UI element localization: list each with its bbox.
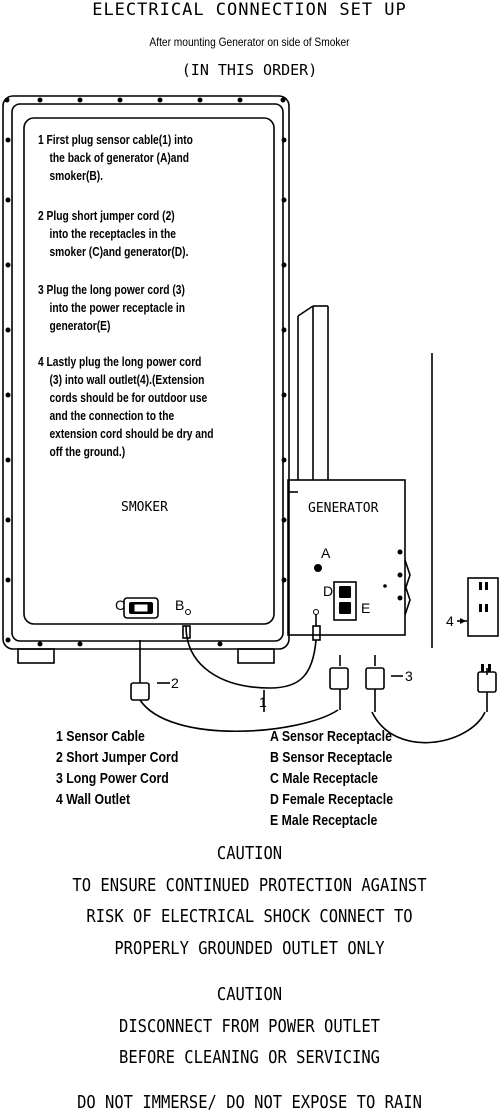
caution-disconnect: CAUTION DISCONNECT FROM POWER OUTLET BEF… [35,979,464,1074]
legend-parts: 1 Sensor Cable 2 Short Jumper Cord 3 Lon… [56,726,178,810]
order-note: (IN THIS ORDER) [181,61,318,79]
smoker-label: SMOKER [121,500,168,515]
plug-jumper-generator [329,667,349,690]
plug-power-generator [365,667,385,690]
smoker-foot-right [237,648,275,664]
caution-heading: CAUTION [216,984,283,1005]
legend-item: C Male Receptacle [270,770,379,787]
smoker-foot-left [17,648,55,664]
wall-outlet [467,577,499,637]
legend-item: 3 Long Power Cord [56,770,169,787]
label-cord-2: 2 [171,675,179,691]
label-cord-3: 3 [405,668,413,684]
step-1: 1 First plug sensor cable(1) into the ba… [38,133,193,183]
receptacle-d-e [333,581,357,621]
label-d: D [323,583,334,599]
sensor-cable-1 [185,625,317,689]
step-2: 2 Plug short jumper cord (2) into the re… [38,209,189,259]
smoker-door-panel [23,117,275,625]
smoker-outer-frame [2,95,290,650]
label-b: B [175,597,185,613]
step-3: 3 Plug the long power cord (3) into the … [38,283,186,333]
label-c: C [115,597,126,613]
diagram-subtitle: After mounting Generator on side of Smok… [149,35,350,49]
label-a: A [321,545,331,561]
legend-item: 1 Sensor Cable [56,728,145,745]
legend-item: B Sensor Receptacle [270,749,393,766]
frame-bolts [4,97,403,647]
caution-grounding: CAUTION TO ENSURE CONTINUED PROTECTION A… [35,838,464,964]
generator-body [287,479,406,636]
legend-item: 2 Short Jumper Cord [56,749,179,766]
legend-item: 4 Wall Outlet [56,791,131,808]
short-jumper-cord-2 [139,699,339,733]
step-4: 4 Lastly plug the long power cord (3) in… [38,355,214,459]
plug-jumper-smoker [130,682,150,701]
legend-item: A Sensor Receptacle [270,728,392,745]
label-cable-1: 1 [259,694,267,710]
diagram-title: ELECTRICAL CONNECTION SET UP [92,0,407,20]
legend-item: D Female Receptacle [270,791,394,808]
legend-receptacles: A Sensor Receptacle B Sensor Receptacle … [270,726,393,831]
label-e: E [361,600,371,616]
smoker-inner-frame [11,103,284,642]
legend-item: E Male Receptacle [270,812,378,829]
receptacle-c [123,597,159,619]
caution-heading: CAUTION [216,843,283,864]
footer-warning: DO NOT IMMERSE/ DO NOT EXPOSE TO RAIN [77,1092,422,1113]
long-power-cord-3 [371,711,486,744]
label-outlet-4: 4 [446,613,454,629]
generator-label: GENERATOR [308,501,379,516]
